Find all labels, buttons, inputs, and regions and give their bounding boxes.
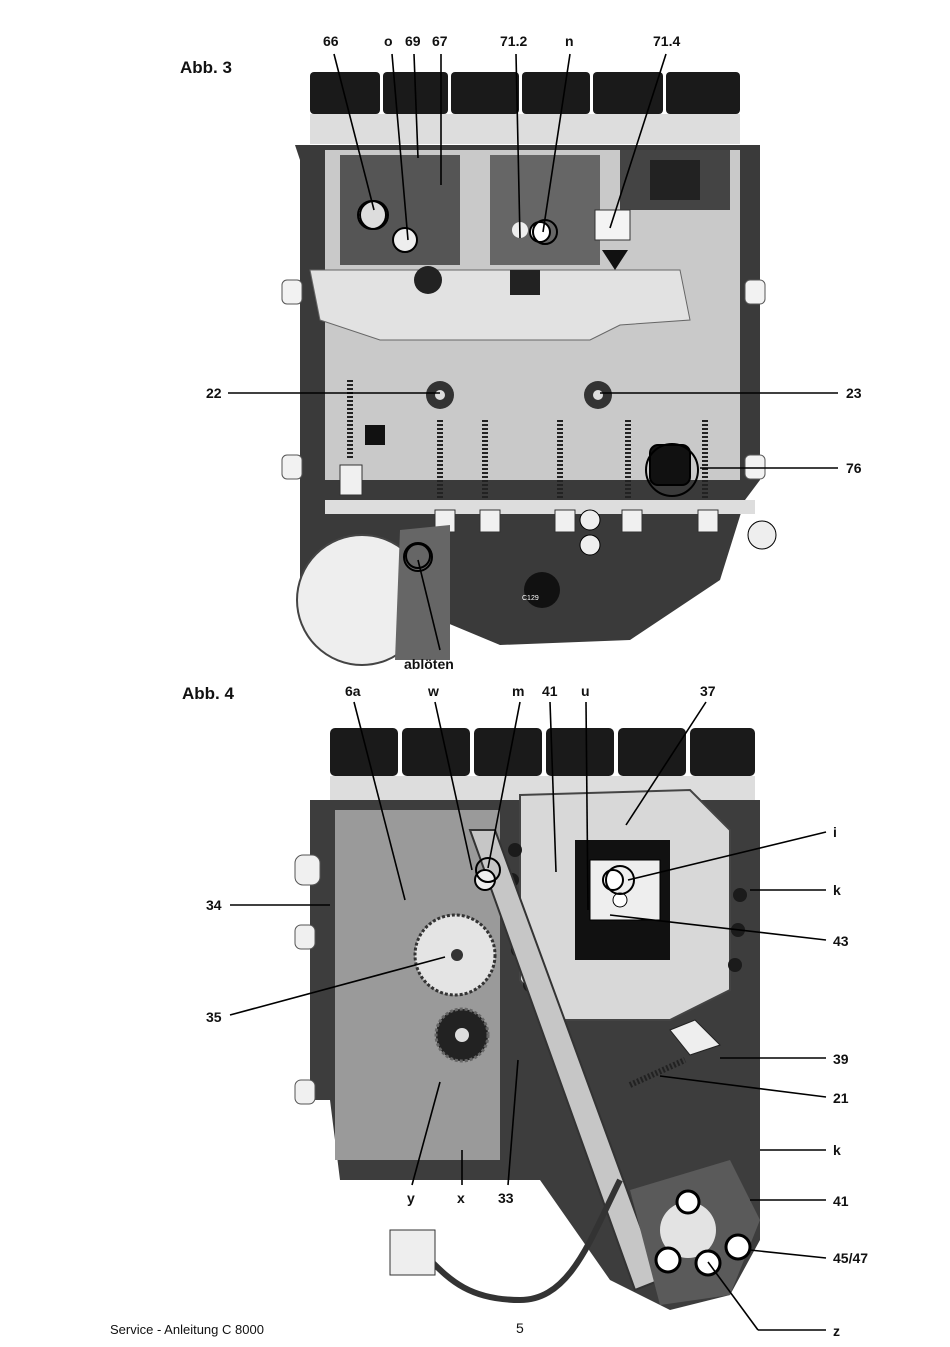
label-43: 43 [833, 933, 849, 949]
label-6a: 6a [345, 683, 361, 699]
label-z: z [833, 1323, 840, 1339]
label-41-lower: 41 [833, 1193, 849, 1209]
label-x: x [457, 1190, 465, 1206]
label-23: 23 [846, 385, 862, 401]
label-m: m [512, 683, 524, 699]
label-45-47: 45/47 [833, 1250, 868, 1266]
label-22: 22 [206, 385, 222, 401]
label-u: u [581, 683, 590, 699]
label-41: 41 [542, 683, 558, 699]
label-i: i [833, 824, 837, 840]
figure-4-leader-lines [0, 680, 950, 1347]
figure-3-leader-lines [0, 0, 950, 680]
label-34: 34 [206, 897, 222, 913]
label-66: 66 [323, 33, 339, 49]
label-39: 39 [833, 1051, 849, 1067]
label-y: y [407, 1190, 415, 1206]
label-33: 33 [498, 1190, 514, 1206]
label-76: 76 [846, 460, 862, 476]
label-69: 69 [405, 33, 421, 49]
label-67: 67 [432, 33, 448, 49]
label-71-2: 71.2 [500, 33, 527, 49]
label-35: 35 [206, 1009, 222, 1025]
label-o: o [384, 33, 393, 49]
label-k-upper: k [833, 882, 841, 898]
label-k-lower: k [833, 1142, 841, 1158]
label-w: w [428, 683, 439, 699]
label-abloeten: ablöten [404, 656, 454, 672]
footer-manual-title: Service - Anleitung C 8000 [110, 1322, 264, 1337]
page-number: 5 [516, 1320, 524, 1336]
label-21: 21 [833, 1090, 849, 1106]
label-71-4: 71.4 [653, 33, 680, 49]
label-37: 37 [700, 683, 716, 699]
label-n: n [565, 33, 574, 49]
